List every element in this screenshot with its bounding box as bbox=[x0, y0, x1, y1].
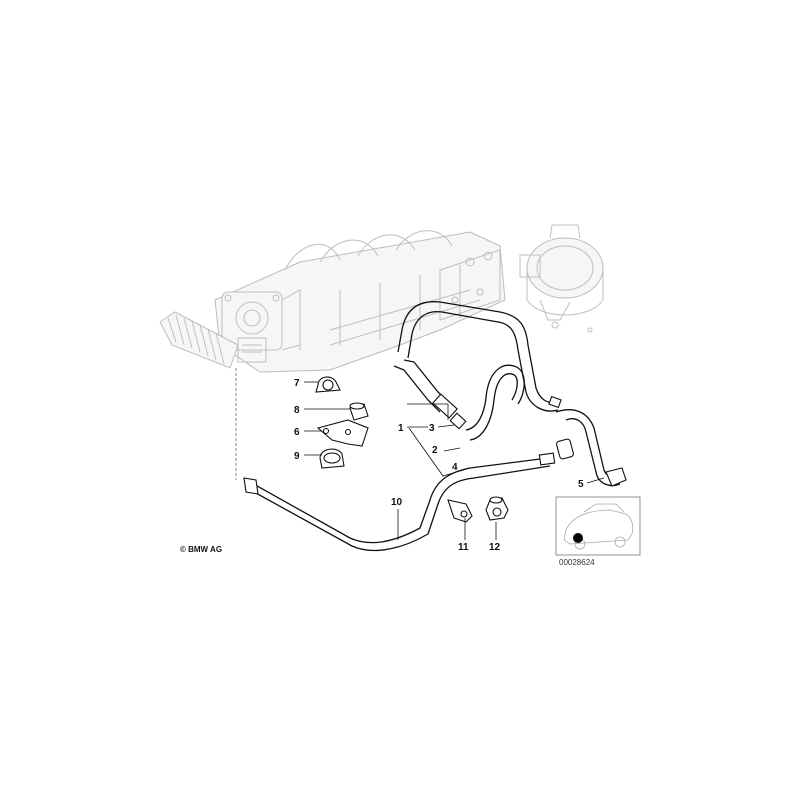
image-number: 00028624 bbox=[559, 558, 595, 567]
part-11-bracket bbox=[447, 499, 473, 523]
callout-2: 2 bbox=[432, 445, 438, 456]
vacuum-hose-main bbox=[393, 301, 562, 430]
callout-9: 9 bbox=[294, 451, 300, 462]
callout-12: 12 bbox=[489, 542, 501, 553]
callout-10: 10 bbox=[391, 497, 403, 508]
part-9-clamp bbox=[319, 448, 345, 469]
leader-lines bbox=[304, 381, 605, 540]
vacuum-hose-right bbox=[555, 409, 627, 487]
callout-7: 7 bbox=[294, 378, 300, 389]
callout-4: 4 bbox=[452, 462, 458, 473]
intake-manifold-illustration bbox=[214, 230, 506, 373]
part-8-grommet bbox=[349, 402, 369, 421]
brake-booster-illustration bbox=[519, 224, 604, 333]
callout-6: 6 bbox=[294, 427, 300, 438]
vehicle-location-thumbnail bbox=[555, 496, 641, 556]
location-marker bbox=[573, 533, 583, 543]
part-12-valve bbox=[485, 496, 509, 521]
air-intake-boot-illustration bbox=[159, 311, 239, 369]
vacuum-hose-s-curve bbox=[465, 364, 525, 441]
part-7-clip bbox=[315, 376, 341, 393]
callout-8: 8 bbox=[294, 405, 300, 416]
callout-3: 3 bbox=[429, 423, 435, 434]
callout-11: 11 bbox=[458, 542, 469, 553]
callout-5: 5 bbox=[578, 479, 584, 490]
callout-1: 1 bbox=[398, 423, 404, 434]
part-6-bracket bbox=[316, 419, 369, 447]
copyright-text: © BMW AG bbox=[180, 545, 222, 554]
